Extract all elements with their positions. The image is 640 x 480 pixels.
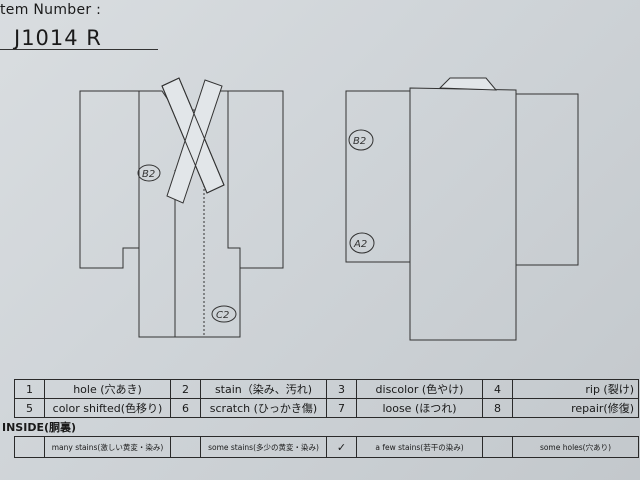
front-view-diagram: B2 C2: [79, 77, 284, 338]
damage-row-1: 1 hole (穴あき) 2 stain（染み、汚れ) 3 discolor (…: [14, 379, 639, 399]
damage-code-label: color shifted(色移り): [44, 398, 171, 418]
damage-code-label: stain（染み、汚れ): [200, 379, 327, 399]
inside-option-label: many stains(激しい黄変・染み): [44, 436, 171, 458]
damage-row-2: 5 color shifted(色移り) 6 scratch (ひっかき傷) 7…: [14, 398, 639, 418]
front-mark-c2-circle: [211, 305, 237, 323]
damage-code-table: 1 hole (穴あき) 2 stain（染み、汚れ) 3 discolor (…: [14, 379, 639, 418]
damage-code-number: 1: [14, 379, 45, 399]
back-body: [409, 87, 517, 341]
back-mark-a2: A2: [353, 239, 367, 250]
item-number-underline: [0, 49, 158, 50]
damage-code-number: 4: [482, 379, 513, 399]
front-left-sleeve: [79, 90, 140, 269]
inside-option-label: some stains(多少の黄変・染み): [200, 436, 327, 458]
damage-code-label: repair(修復): [512, 398, 639, 418]
back-mark-b2-circle: [348, 129, 374, 151]
back-mark-b2: B2: [353, 136, 366, 147]
damage-code-number: 6: [170, 398, 201, 418]
front-mark-b2: B2: [142, 169, 155, 180]
inside-checkbox[interactable]: ✓: [326, 436, 357, 458]
damage-code-label: hole (穴あき): [44, 379, 171, 399]
front-collar: [161, 77, 225, 204]
inside-checkbox[interactable]: [482, 436, 513, 458]
damage-code-number: 3: [326, 379, 357, 399]
inside-checkbox[interactable]: [14, 436, 45, 458]
back-collar: [438, 77, 498, 91]
damage-code-label: scratch (ひっかき傷): [200, 398, 327, 418]
inside-condition-table: many stains(激しい黄変・染み) some stains(多少の黄変・…: [14, 436, 639, 458]
item-number-value: J1014 R: [14, 26, 102, 50]
front-mark-c2: C2: [216, 310, 229, 321]
back-view-diagram: B2 A2: [345, 77, 579, 341]
damage-code-number: 5: [14, 398, 45, 418]
damage-code-label: loose (ほつれ): [356, 398, 483, 418]
inside-row: many stains(激しい黄変・染み) some stains(多少の黄変・…: [14, 436, 639, 458]
inside-option-label: some holes(穴あり): [512, 436, 639, 458]
inside-option-label: a few stains(若干の染み): [356, 436, 483, 458]
inside-checkbox[interactable]: [170, 436, 201, 458]
damage-code-number: 8: [482, 398, 513, 418]
back-left-sleeve: [345, 90, 411, 263]
back-right-sleeve: [515, 93, 579, 266]
damage-code-label: rip (裂け): [512, 379, 639, 399]
damage-code-number: 7: [326, 398, 357, 418]
back-mark-a2-circle: [349, 232, 375, 254]
front-right-sleeve: [227, 90, 284, 269]
damage-code-number: 2: [170, 379, 201, 399]
item-number-label: tem Number :: [0, 2, 102, 18]
inside-section-label: INSIDE(胴裏): [2, 421, 77, 434]
front-mark-b2-circle: [137, 164, 161, 182]
damage-code-label: discolor (色やけ): [356, 379, 483, 399]
